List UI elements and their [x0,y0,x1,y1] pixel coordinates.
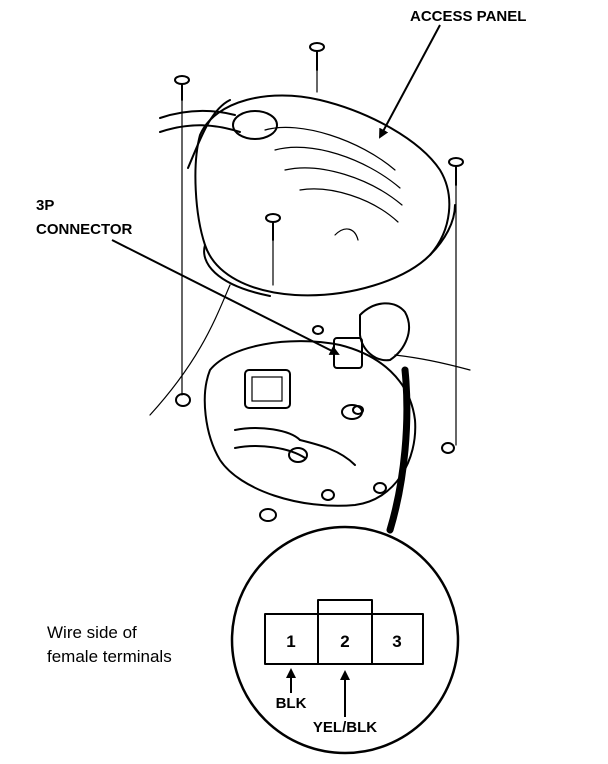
terminal-3-number: 3 [392,632,401,651]
terminal-1-wire-color: BLK [276,695,307,712]
connector-arrow [111,239,340,355]
fuel-pump-unit [149,284,471,522]
terminal-2-wire-color: YEL/BLK [313,719,377,736]
screw-icon [174,75,190,396]
access-panel-arrow [379,24,441,139]
access-panel-drawing [159,94,456,297]
access-panel-label: ACCESS PANEL [410,8,526,25]
terminal-2-number: 2 [340,632,349,651]
screw-icon-group [174,42,464,446]
screw-icon [265,213,281,286]
wire-side-caption-line1: Wire side of [47,623,137,642]
terminal-1-number: 1 [286,632,295,651]
connector-label-line2: CONNECTOR [36,221,133,238]
screw-icon [448,157,464,446]
connector-detail-circle [230,525,460,755]
screw-icon [309,42,325,93]
female-connector-face: 1 2 3 [264,599,424,665]
wire-side-caption-line2: female terminals [47,647,172,666]
connector-label-line1: 3P [36,197,54,214]
